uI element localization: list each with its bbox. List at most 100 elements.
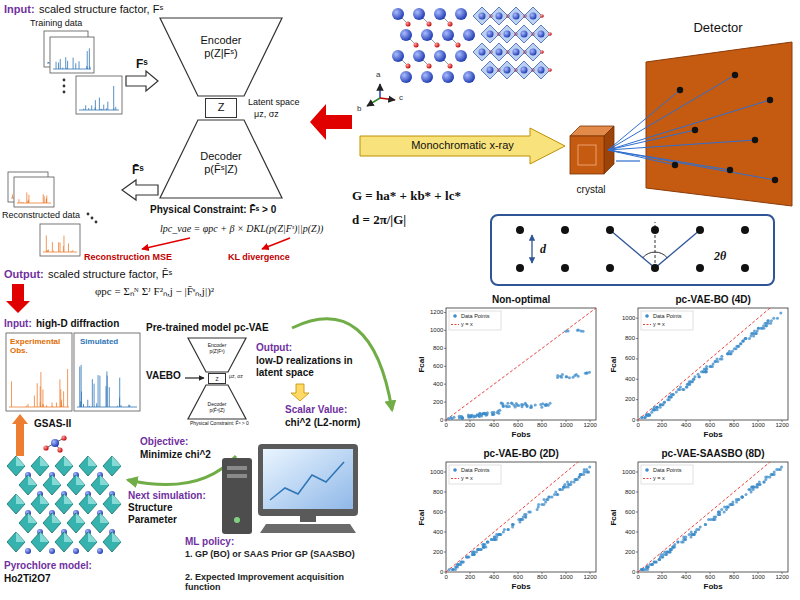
data-point <box>544 403 547 406</box>
data-point <box>764 322 767 325</box>
metal-atom <box>538 31 545 38</box>
tick-label: 1000 <box>622 469 635 476</box>
data-point <box>492 413 495 416</box>
oxygen-atom <box>427 22 432 27</box>
data-point <box>737 498 740 501</box>
octahedron <box>91 475 109 495</box>
data-point <box>466 556 469 559</box>
metal-atom <box>413 50 425 62</box>
diffraction-peak <box>60 389 61 407</box>
green-loop-arrow <box>128 456 236 485</box>
tick-mark <box>590 420 591 422</box>
data-point <box>693 533 696 536</box>
plot-frame <box>446 462 596 572</box>
data-point <box>735 501 738 504</box>
data-point <box>769 322 772 325</box>
tick-mark <box>636 572 638 573</box>
tick-mark <box>444 312 446 313</box>
data-point <box>776 317 779 320</box>
diffraction-peak <box>23 202 24 203</box>
diffraction-peak <box>121 405 122 407</box>
oxygen-atom <box>540 14 544 18</box>
tick-label: 600 <box>513 574 523 581</box>
data-point <box>502 531 505 534</box>
detector-face <box>646 42 792 206</box>
data-point <box>756 329 759 332</box>
data-point <box>770 319 773 322</box>
diffraction-peak <box>94 384 95 407</box>
data-point <box>737 345 740 348</box>
octahedron-face <box>40 532 49 542</box>
polyhedron <box>498 61 516 79</box>
tick-label: 1200 <box>430 309 443 316</box>
detector-panel: Detector <box>640 20 796 210</box>
legend-text: y = x <box>653 321 665 327</box>
node-text: 2θ <box>714 249 726 263</box>
text-label: chi^2 (L2-norm) <box>285 417 360 429</box>
diffraction-peak <box>129 405 130 407</box>
tick-label: 400 <box>681 422 691 429</box>
tick-label: 1000 <box>752 422 765 429</box>
keyboard <box>260 524 356 533</box>
data-point <box>491 413 494 416</box>
diffraction-spot <box>727 167 733 173</box>
axis-label: Fcal <box>609 509 618 525</box>
data-point <box>688 383 691 386</box>
diffraction-peak <box>46 195 47 203</box>
data-point <box>680 541 683 544</box>
data-point <box>752 486 755 489</box>
node-text: Decoder <box>208 401 227 407</box>
data-point <box>544 403 547 406</box>
data-point <box>578 476 581 479</box>
tick-label: 1200 <box>584 422 597 429</box>
octahedron <box>31 494 49 514</box>
diffraction-spot <box>692 127 698 133</box>
data-point <box>648 563 651 566</box>
legend-dot <box>453 314 457 318</box>
octahedron <box>55 532 73 552</box>
tick-label: 400 <box>433 529 443 536</box>
diffraction-peak <box>109 387 110 407</box>
diffraction-peak <box>75 63 76 69</box>
data-point <box>482 546 485 549</box>
legend-text: Data Points <box>653 467 681 473</box>
red-arrow <box>310 104 352 140</box>
tick-mark <box>444 330 446 331</box>
tick-mark <box>470 572 471 574</box>
data-point <box>646 566 649 569</box>
tick-mark <box>734 420 735 422</box>
data-point <box>670 396 673 399</box>
tick-label: 1000 <box>622 315 635 322</box>
diffraction-peak <box>117 406 118 407</box>
text-label: μz, σz <box>229 374 243 380</box>
octahedron <box>43 513 61 533</box>
text-label: Objective: <box>140 436 188 448</box>
data-point <box>640 568 643 571</box>
tick-mark <box>636 379 638 380</box>
data-point <box>663 401 666 404</box>
oxygen-atom <box>435 43 440 48</box>
data-point <box>467 414 470 417</box>
diffraction-peak <box>79 61 80 69</box>
text-label: Next simulation: <box>128 490 206 502</box>
tick-mark <box>710 572 711 574</box>
metal-atom <box>400 71 412 83</box>
plot-frame <box>446 308 596 420</box>
octahedron <box>103 494 121 514</box>
metal-atom <box>513 13 520 20</box>
data-point <box>559 488 562 491</box>
tick-label: 200 <box>465 574 475 581</box>
legend-text: Data Points <box>653 313 681 319</box>
data-point <box>767 319 770 322</box>
text-label: Structure Parameter <box>128 502 218 525</box>
diffraction-peak <box>105 386 106 407</box>
diffraction-peak <box>60 59 61 69</box>
polyhedron <box>524 43 542 61</box>
lattice-point <box>741 226 749 234</box>
data-point <box>762 481 765 484</box>
data-point <box>545 403 548 406</box>
plot-title: pc-VAE-BO (4D) <box>676 294 751 306</box>
hollow-arrow <box>126 71 158 91</box>
data-point <box>654 561 657 564</box>
node-text: p(Z|Fˢ) <box>204 47 237 60</box>
